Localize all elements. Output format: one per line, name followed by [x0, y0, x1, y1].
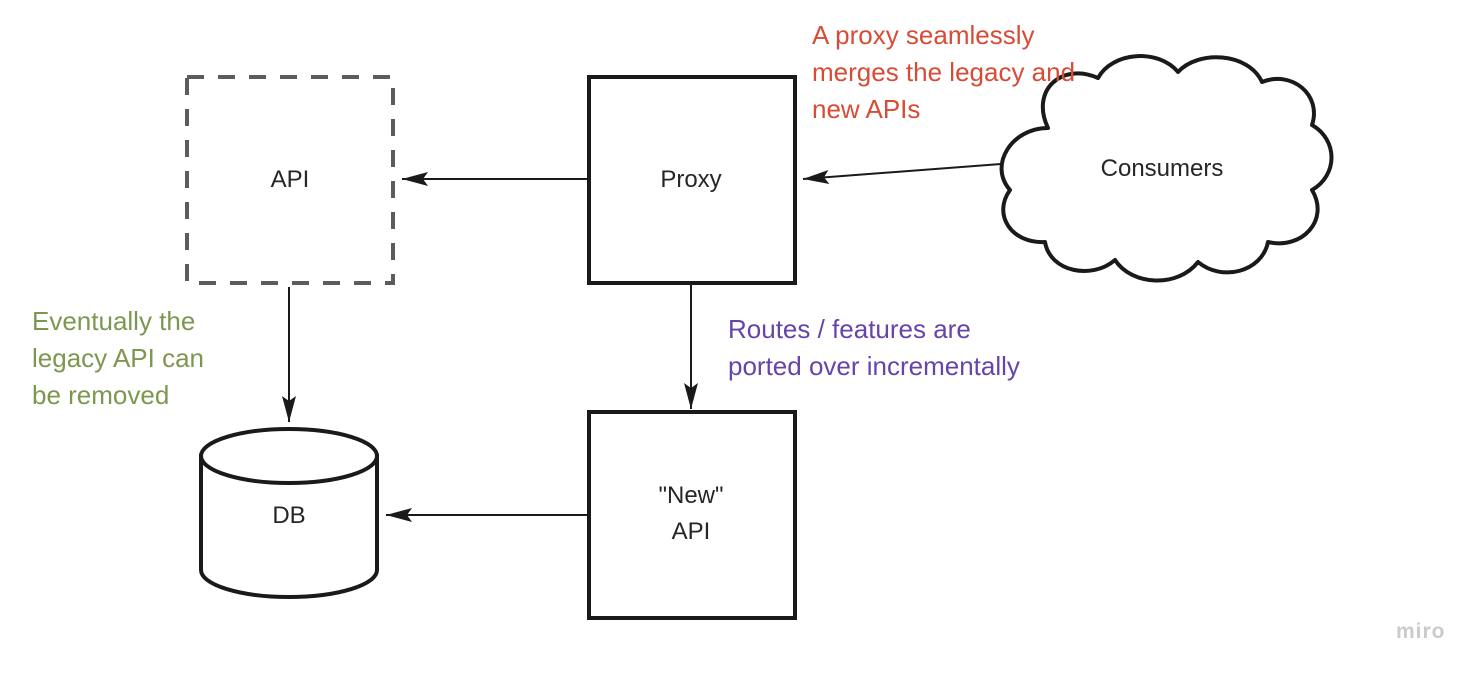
new-api-label-line2: API	[671, 518, 711, 545]
consumers-cloud[interactable]	[999, 54, 1334, 283]
proxy-box[interactable]	[587, 75, 797, 285]
annotation-line: legacy API can	[32, 343, 204, 373]
annotation-line: merges the legacy and	[812, 57, 1076, 87]
miro-watermark: miro	[1396, 620, 1446, 643]
annotation-line: new APIs	[812, 94, 921, 124]
annotation-line: Routes / features are	[728, 314, 971, 344]
new-api-label-line1: "New"	[658, 482, 724, 509]
legacy-api-label: API	[270, 166, 310, 193]
legacy-api-box[interactable]	[185, 75, 395, 285]
annotation-line: be removed	[32, 380, 170, 410]
annotation-legacy-removed[interactable]: Eventually the legacy API can be removed	[32, 303, 204, 414]
annotation-routes-ported[interactable]: Routes / features are ported over increm…	[728, 311, 1020, 385]
new-api-box[interactable]	[587, 410, 797, 620]
connector-consumers-to-proxy	[802, 163, 1002, 185]
annotation-line: A proxy seamlessly	[812, 20, 1035, 50]
annotation-proxy-merges[interactable]: A proxy seamlessly merges the legacy and…	[812, 17, 1075, 128]
db-label: DB	[272, 502, 306, 529]
new-api-label: "New" API	[658, 478, 723, 550]
proxy-label: Proxy	[660, 166, 722, 193]
annotation-line: ported over incrementally	[728, 351, 1020, 381]
annotation-line: Eventually the	[32, 306, 196, 336]
consumers-label: Consumers	[1100, 155, 1224, 182]
db-cylinder-body	[199, 454, 379, 599]
db-cylinder[interactable]	[199, 427, 379, 599]
db-cylinder-top	[199, 427, 379, 485]
